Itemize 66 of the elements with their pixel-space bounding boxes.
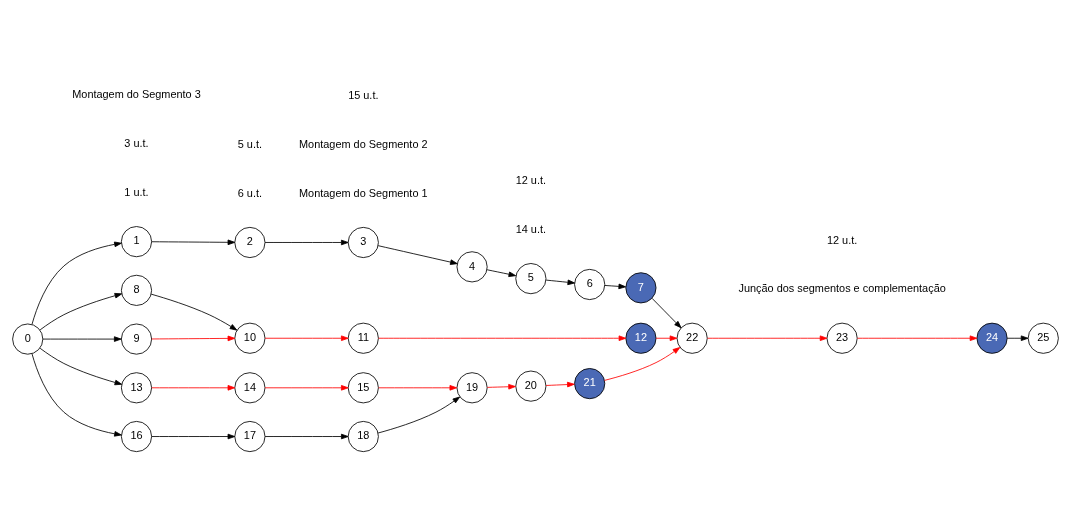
- arrow: [378, 385, 458, 391]
- node-circle: 9: [120, 323, 153, 355]
- arrow: [545, 381, 575, 388]
- label: Montagem do Segmento 3: [72, 88, 201, 101]
- label: 3 u.t.: [124, 137, 149, 150]
- node-circle: 14: [234, 372, 266, 404]
- arrow: [545, 279, 576, 286]
- node-circle: 23: [826, 322, 858, 354]
- arrow: [151, 433, 236, 440]
- node-circle: 10: [234, 322, 266, 354]
- node-circle: 4: [456, 251, 488, 283]
- arrow: [264, 433, 349, 440]
- arrow: [655, 335, 678, 341]
- node-circle: 2: [234, 226, 266, 259]
- arrow: [377, 245, 458, 265]
- label: Montagem do Segmento 1: [299, 186, 428, 199]
- node-circle: 20: [515, 370, 547, 402]
- node-circle: 8: [120, 274, 153, 306]
- label: 6 u.t.: [237, 186, 263, 199]
- node-circle: 17: [234, 420, 266, 453]
- node-circle: 5: [515, 263, 547, 295]
- arrow: [486, 383, 516, 390]
- label: 12 u.t.: [826, 233, 858, 246]
- arrow: [39, 292, 123, 331]
- node-circle: 11: [347, 322, 379, 354]
- arrow: [1006, 335, 1029, 341]
- node-circle: 21: [574, 368, 606, 400]
- arrow: [377, 396, 461, 434]
- arrow: [604, 347, 681, 381]
- node-circle: 24: [976, 322, 1008, 354]
- arrow: [42, 336, 122, 342]
- node-circle: 19: [456, 372, 488, 404]
- label: Junção dos segmentos e complementação: [738, 282, 946, 295]
- label: 14 u.t.: [515, 222, 547, 235]
- arrow: [151, 385, 236, 391]
- arrow: [264, 239, 349, 246]
- node-circle: 0: [12, 323, 44, 355]
- node-circle: 6: [574, 268, 606, 301]
- label: 5 u.t.: [237, 137, 263, 150]
- node-circle: 18: [347, 420, 379, 453]
- node-circle: 16: [120, 420, 153, 453]
- node-circle: 1: [120, 226, 153, 258]
- node-circle: 3: [347, 226, 379, 259]
- label: 1 u.t.: [124, 185, 149, 198]
- arrow: [264, 385, 349, 391]
- label: 12 u.t.: [515, 174, 547, 187]
- node-circle: 15: [347, 372, 379, 404]
- node-circle: 13: [120, 372, 153, 404]
- node-circle: 12: [625, 322, 657, 354]
- arrow: [151, 335, 236, 342]
- arrow: [604, 283, 627, 290]
- arrow: [707, 335, 828, 341]
- label: Montagem do Segmento 2: [299, 137, 428, 150]
- arrow: [264, 335, 349, 341]
- arrow: [31, 241, 122, 325]
- arrow: [378, 335, 627, 341]
- arrow: [651, 297, 682, 329]
- arrow: [486, 269, 517, 277]
- node-circle: 7: [625, 272, 657, 304]
- arrow: [857, 335, 978, 341]
- label: 15 u.t.: [348, 89, 379, 102]
- arrow: [31, 353, 122, 437]
- arrow: [150, 293, 238, 331]
- arrow: [39, 347, 123, 386]
- node-circle: 25: [1027, 322, 1059, 354]
- arrow: [151, 239, 236, 246]
